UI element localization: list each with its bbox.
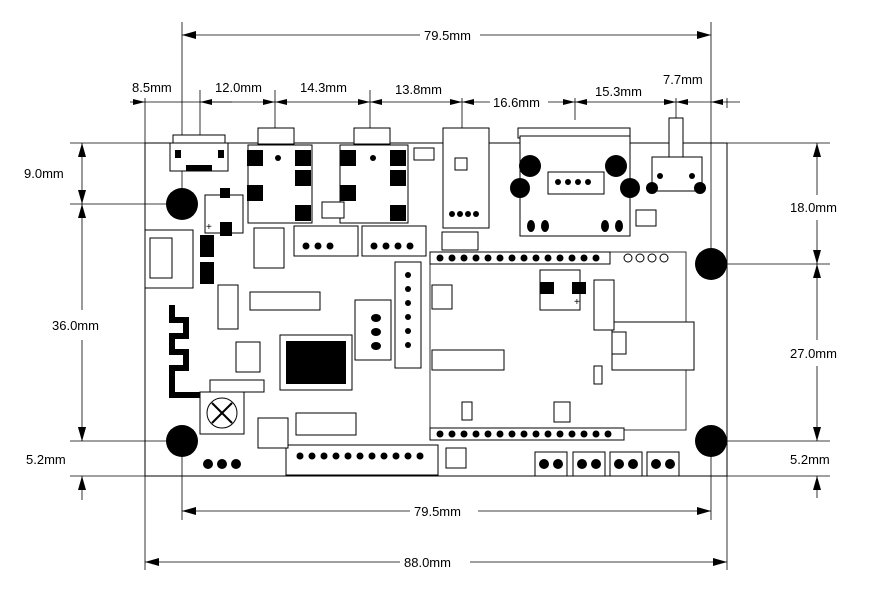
- dim-seg-1: 12.0mm: [215, 80, 262, 95]
- small-smd-parts: [209, 147, 657, 469]
- power-jack: [144, 229, 214, 289]
- dim-left-top: 9.0mm: [24, 166, 64, 181]
- dim-seg-5: 15.3mm: [595, 84, 642, 99]
- dim-left-bottom: 5.2mm: [26, 452, 66, 467]
- plus-mark-right: +: [574, 297, 580, 308]
- dim-right-bottom: 5.2mm: [790, 452, 830, 467]
- mounting-holes: [166, 188, 727, 457]
- dim-overall-width: 88.0mm: [404, 555, 451, 570]
- dim-seg-6: 7.7mm: [663, 72, 703, 87]
- dim-seg-2: 14.3mm: [300, 80, 347, 95]
- dim-top-width: 79.5mm: [424, 28, 471, 43]
- mounting-hole-top-right: [695, 248, 727, 280]
- dim-right-top: 18.0mm: [790, 200, 837, 215]
- db9-connector: [510, 127, 640, 237]
- rj-connector: [442, 127, 490, 229]
- bottom-pin-row: [429, 427, 625, 441]
- dimension-lines: [70, 22, 830, 570]
- mcu-chip: [279, 334, 353, 391]
- terminal-headers: [293, 225, 427, 257]
- dim-usb-offset: 8.5mm: [132, 80, 172, 95]
- lower-header: [285, 444, 439, 476]
- screw-terminals: [534, 451, 680, 477]
- switch-component: [646, 117, 706, 194]
- usb-connector: [169, 134, 229, 172]
- dim-seg-4: 16.6mm: [493, 95, 540, 110]
- potentiometer: [199, 391, 245, 469]
- dimension-labels: 79.5mm 8.5mm 12.0mm 14.3mm 13.8mm 16.6mm…: [24, 28, 837, 570]
- mounting-hole-bottom-left: [166, 425, 198, 457]
- plus-mark-left: +: [206, 222, 212, 233]
- vertical-pin-header: [354, 261, 422, 369]
- dim-bottom-hole-span: 79.5mm: [414, 504, 461, 519]
- board-outline: [144, 142, 728, 477]
- dim-right-mid: 27.0mm: [790, 346, 837, 361]
- mounting-hole-top-left: [166, 188, 198, 220]
- daughter-board: +: [429, 251, 695, 431]
- dim-left-mid: 36.0mm: [52, 318, 99, 333]
- mounting-hole-bottom-right: [695, 425, 727, 457]
- relay-block-1: [247, 127, 313, 224]
- capacitor-left: +: [204, 188, 244, 236]
- wifi-antenna-trace: [169, 305, 206, 398]
- relay-block-2: [339, 127, 409, 224]
- dim-seg-3: 13.8mm: [395, 82, 442, 97]
- top-pin-row: [429, 251, 669, 265]
